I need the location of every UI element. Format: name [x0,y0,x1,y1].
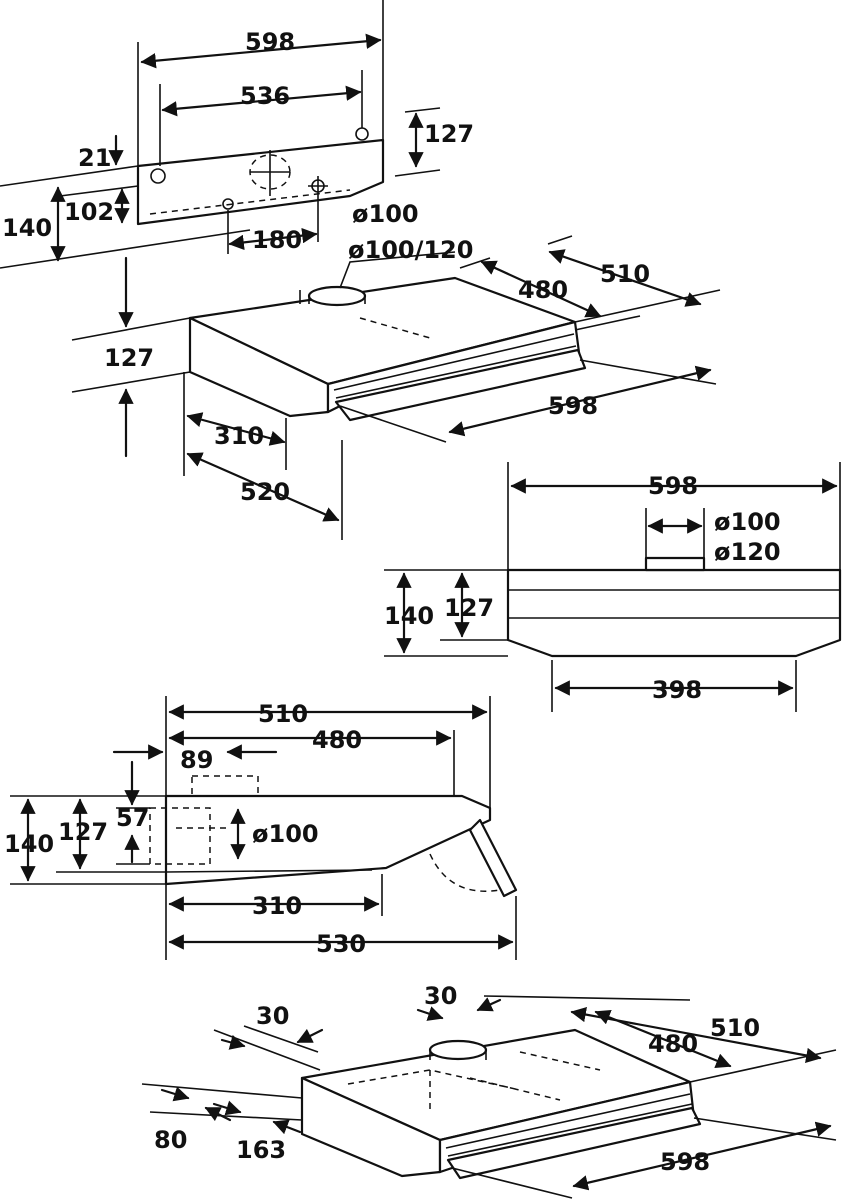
dim-510: 510 [600,260,650,288]
side-view: 510 480 89 140 127 57 ø100 310 530 [4,696,518,960]
front-view: 598 ø100 ø120 140 127 398 [384,462,842,712]
dim-598: 598 [245,28,295,56]
hood-front-face [188,316,330,418]
bracket-hole [355,127,369,141]
dim-102: 102 [64,198,114,226]
duct-collar [428,1039,488,1061]
dim-127: 127 [58,818,108,846]
duct-stub [644,556,706,572]
dim-127: 127 [444,594,494,622]
dim-dia-100: ø100 [252,820,319,848]
dim-310: 310 [252,892,302,920]
hood-front-face [300,1076,442,1178]
iso-bottom-view: 30 30 510 480 80 163 598 [141,982,837,1199]
dim-180: 180 [252,226,302,254]
dim-duct: ø100/120 [348,236,473,264]
dim-89: 89 [180,746,213,774]
dim-310: 310 [214,422,264,450]
dim-127: 127 [424,120,474,148]
dim-530: 530 [316,930,366,958]
dim-dia-100: ø100 [352,200,419,228]
dim-30-left: 30 [256,1002,289,1030]
dim-598: 598 [648,472,698,500]
dim-398: 398 [652,676,702,704]
dim-536: 536 [240,82,290,110]
dim-510: 510 [710,1014,760,1042]
dim-140: 140 [4,830,54,858]
iso-top-view: ø100/120 510 480 127 598 310 520 [71,235,721,540]
dim-480: 480 [648,1030,698,1058]
bracket-hole [222,198,234,210]
dim-480: 480 [518,276,568,304]
dim-dia-100: ø100 [714,508,781,536]
dim-30-right: 30 [424,982,457,1010]
bracket-hole [150,168,166,184]
dim-520: 520 [240,478,290,506]
dim-480: 480 [312,726,362,754]
dim-127: 127 [104,344,154,372]
bracket-plate [136,138,385,226]
dim-163: 163 [236,1136,286,1164]
dim-598: 598 [660,1148,710,1176]
bracket-view: 598 536 127 21 102 140 180 ø100 [0,0,474,269]
hood-front-outline [506,568,842,658]
dim-140: 140 [2,214,52,242]
dim-21: 21 [78,144,111,172]
dim-140: 140 [384,602,434,630]
dim-57: 57 [116,804,149,832]
duct-collar [307,285,367,307]
dim-598: 598 [548,392,598,420]
dim-510: 510 [258,700,308,728]
dim-dia-120: ø120 [714,538,781,566]
dim-line-598 [140,33,382,69]
dim-80: 80 [154,1126,187,1154]
dim-line-536 [161,85,362,117]
